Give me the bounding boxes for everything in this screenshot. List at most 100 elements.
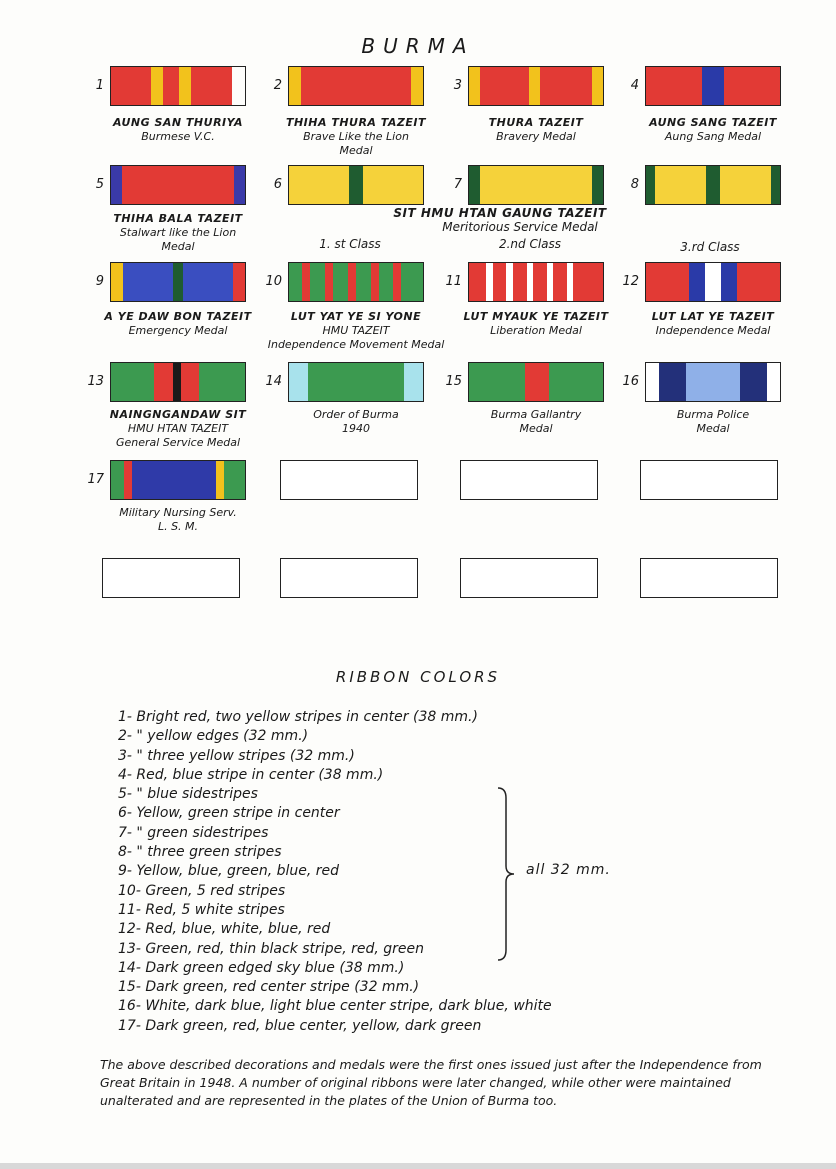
ribbon-number: 13 (87, 374, 104, 389)
ribbon-stripe (123, 263, 173, 301)
ribbon-color-item: 13- Green, red, thin black stripe, red, … (118, 940, 424, 957)
ribbon-stripe (573, 263, 603, 301)
ribbon-5 (110, 165, 246, 205)
ribbon-color-item: 4- Red, blue stripe in center (38 mm.) (118, 766, 384, 783)
ribbon-stripe (310, 263, 326, 301)
page-bottom-edge (0, 1163, 836, 1169)
ribbon-stripe (172, 263, 184, 301)
ribbon-stripe (566, 263, 574, 301)
ribbon-stripe (401, 263, 423, 301)
ribbon-number: 7 (453, 177, 462, 192)
ribbon-stripe (124, 461, 133, 499)
ribbon-stripe (362, 166, 423, 204)
ribbon-number: 17 (87, 472, 104, 487)
ribbon-number: 8 (630, 177, 639, 192)
ribbon-stripe (410, 67, 423, 105)
ribbon-caption-line: Independence Medal (655, 324, 771, 337)
ribbon-stripe (525, 363, 550, 401)
empty-ribbon-slot (640, 558, 778, 598)
ribbon-stripe (706, 166, 720, 204)
ribbon-stripe (302, 263, 311, 301)
ribbon-stripe (646, 363, 660, 401)
ribbon-stripe (721, 263, 738, 301)
ribbon-stripe (686, 363, 740, 401)
ribbon-stripe (688, 263, 705, 301)
ribbon-color-item: 12- Red, blue, white, blue, red (118, 921, 331, 938)
ribbon-stripe (289, 67, 302, 105)
ribbon-number: 15 (445, 374, 462, 389)
ribbon-stripe (349, 166, 363, 204)
ribbon-stripe (526, 263, 534, 301)
ribbon-colors-title: RIBBON COLORS (335, 668, 501, 686)
ribbon-stripe (179, 67, 192, 105)
ribbon-stripe (513, 263, 527, 301)
ribbon-caption: Military Nursing Serv.L. S. M. (88, 506, 268, 534)
ribbon-caption-line: THIHA THURA TAZEIT (285, 116, 427, 129)
footnote: The above described decorations and meda… (100, 1057, 762, 1108)
ribbon-stripe (111, 67, 152, 105)
empty-ribbon-slot (280, 460, 418, 500)
ribbon-caption-line: Order of Burma (313, 408, 399, 421)
ribbon-number: 3 (453, 78, 462, 93)
ribbon-stripe (592, 166, 603, 204)
ribbon-stripe (404, 363, 423, 401)
ribbon-stripe (723, 67, 780, 105)
ribbon-stripe (469, 363, 526, 401)
ribbon-stripe (180, 363, 200, 401)
ribbon-stripe (111, 263, 124, 301)
ribbon-number: 11 (445, 274, 462, 289)
ribbon-number: 10 (265, 274, 282, 289)
ribbon-3 (468, 66, 604, 106)
empty-ribbon-slot (102, 558, 240, 598)
ribbon-caption-line: A YE DAW BON TAZEIT (104, 310, 252, 323)
ribbon-stripe (704, 263, 722, 301)
ribbon-10 (288, 262, 424, 302)
ribbon-stripe (289, 363, 308, 401)
ribbon-stripe (540, 67, 593, 105)
ribbon-caption-line: THIHA BALA TAZEIT (113, 212, 243, 225)
ribbon-stripe (702, 67, 724, 105)
ribbon-caption-line: 1940 (342, 422, 370, 435)
ribbon-stripe (111, 166, 122, 204)
ribbon-stripe (111, 461, 125, 499)
ribbon-caption-line: LUT LAT YE TAZEIT (651, 310, 775, 323)
ribbon-color-item: 15- Dark green, red center stripe (32 mm… (118, 979, 420, 996)
ribbon-color-item: 6- Yellow, green stripe in center (118, 805, 340, 822)
ribbon-stripe (355, 263, 371, 301)
ribbon-stripe (770, 166, 780, 204)
ribbon-13 (110, 362, 246, 402)
ribbon-stripe (301, 67, 411, 105)
ribbon-number: 9 (95, 274, 104, 289)
ribbon-number: 1 (95, 78, 104, 93)
empty-ribbon-slot (280, 558, 418, 598)
ribbon-number: 14 (265, 374, 282, 389)
ribbon-stripe (289, 166, 350, 204)
ribbon-stripe (506, 263, 514, 301)
ribbon-caption-line: Aung Sang Medal (664, 130, 762, 143)
ribbon-stripe (737, 263, 780, 301)
ribbon-caption-line: Burma Gallantry (490, 408, 582, 421)
bracket-note: all 32 mm. (526, 862, 611, 878)
ribbon-stripe (215, 461, 224, 499)
ribbon-caption-line: Burma Police (676, 408, 750, 421)
ribbon-caption-line: Independence Movement Medal (267, 338, 445, 351)
ribbon-color-item: 1- Bright red, two yellow stripes in cen… (118, 709, 478, 725)
ribbon-stripe (469, 263, 487, 301)
ribbon-9 (110, 262, 246, 302)
ribbon-stripe (199, 363, 245, 401)
ribbon-caption-line: Medal (339, 144, 373, 157)
ribbon-color-item: 3- " three yellow stripes (32 mm.) (118, 747, 355, 764)
empty-ribbon-slot (460, 558, 598, 598)
ribbon-color-item: 11- Red, 5 white stripes (118, 901, 285, 918)
ribbon-caption-line: Medal (696, 422, 730, 435)
ribbon-stripe (378, 263, 394, 301)
ribbon-stripe (132, 461, 216, 499)
ribbon-stripe (307, 363, 405, 401)
ribbon-color-item: 14- Dark green edged sky blue (38 mm.) (118, 959, 405, 976)
